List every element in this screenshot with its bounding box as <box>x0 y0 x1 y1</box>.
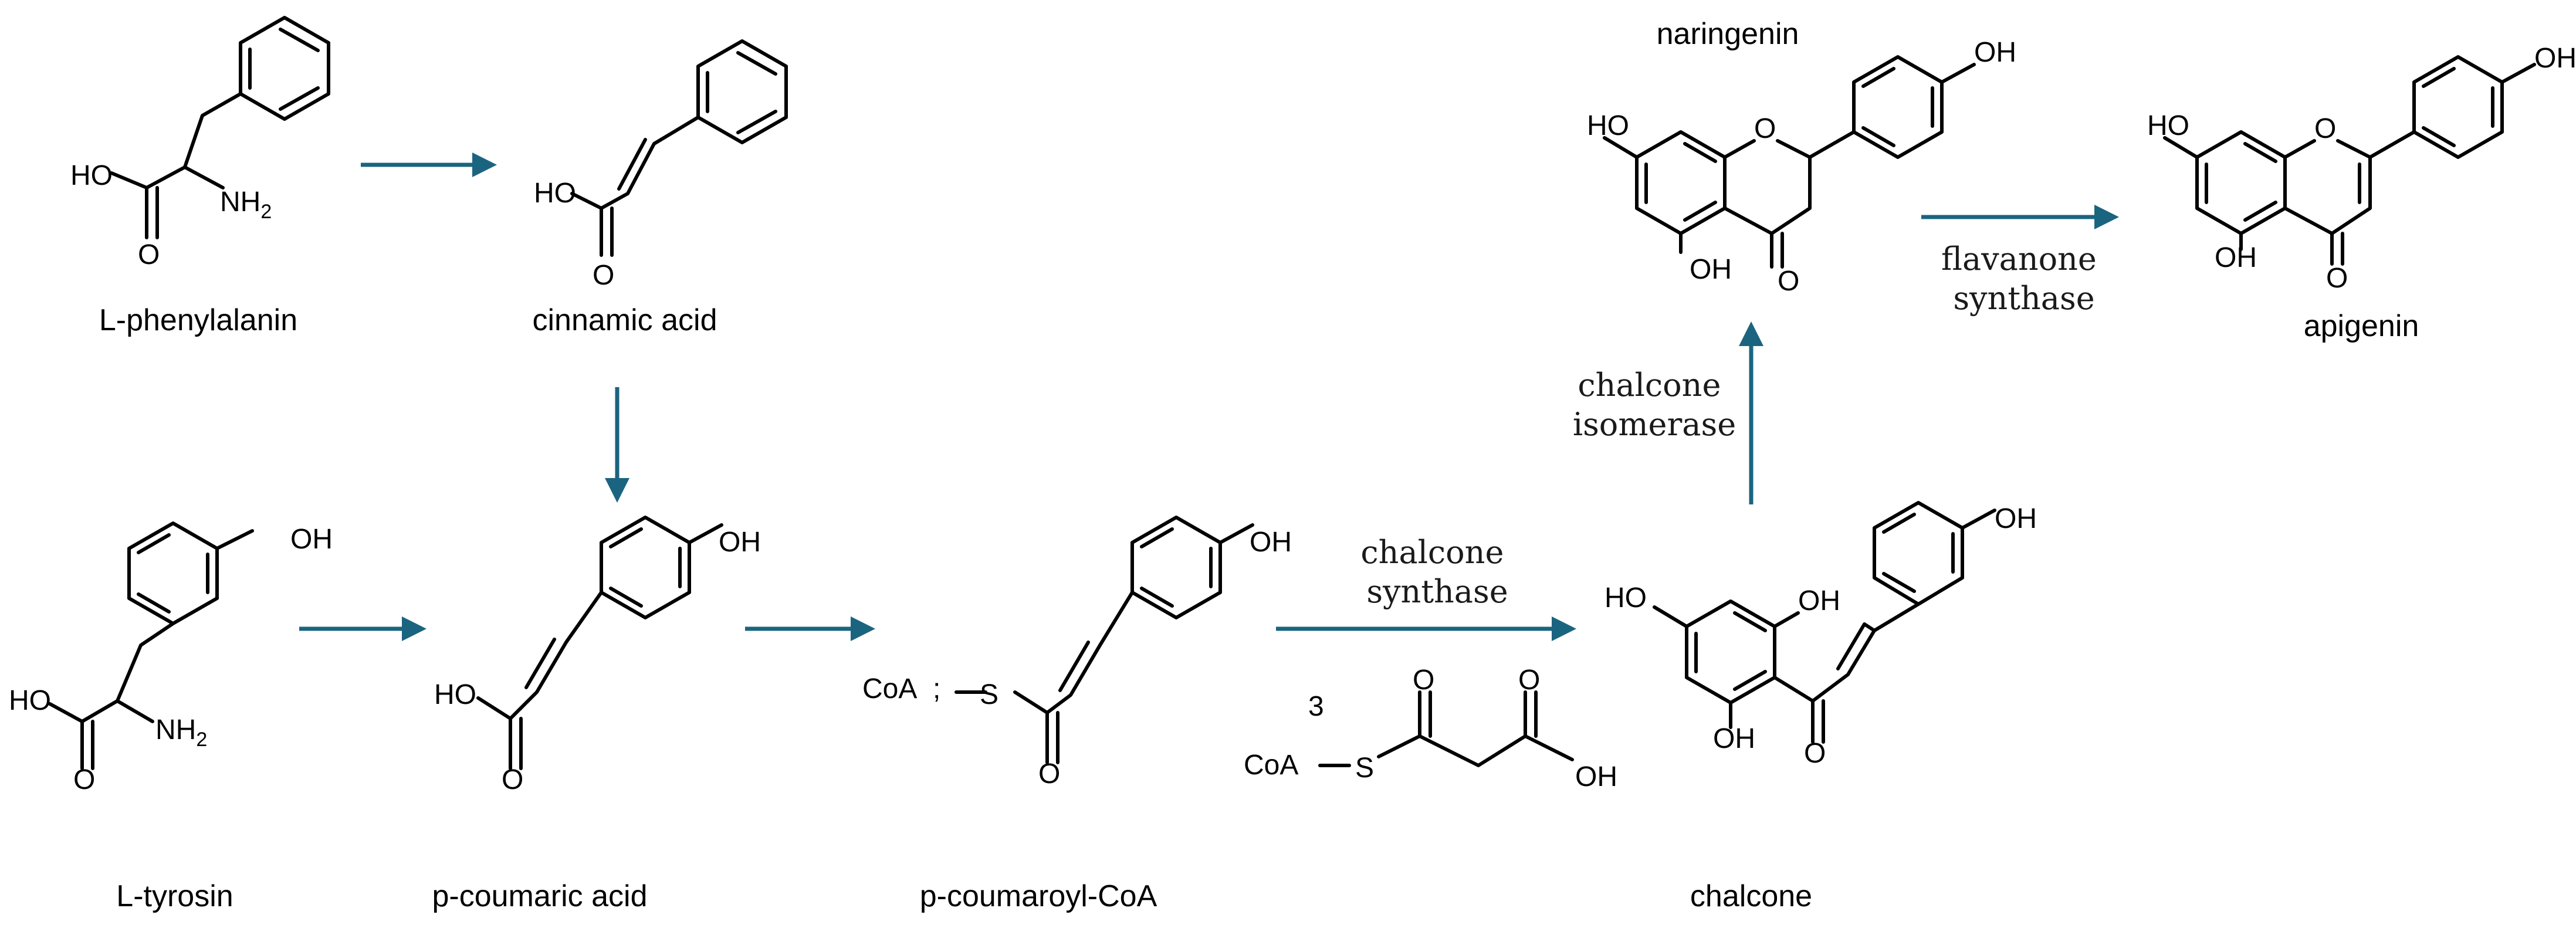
atom-label: HO <box>534 178 576 209</box>
structure-cinnamic-acid: HO O <box>534 39 788 291</box>
atom-label: OH <box>2215 242 2257 273</box>
atom-label: O <box>1038 758 1060 790</box>
structure-p-coumaroyl-coa: OH S ; CoA O <box>862 516 1292 790</box>
atom-label: HO <box>9 685 51 716</box>
atom-label: HO <box>70 160 113 191</box>
atom-label: O <box>73 764 95 795</box>
label-l-phenylalanin: L-phenylalanin <box>99 303 297 337</box>
enzyme-flavanone-synthase: flavanone synthase <box>1941 240 2107 317</box>
label-chalcone: chalcone <box>1690 879 1812 913</box>
atom-label: HO <box>1605 582 1647 614</box>
atom-label: O <box>1804 738 1826 769</box>
atom-label: S <box>1355 753 1374 784</box>
enzyme-chalcone-isomerase: chalcone isomerase <box>1573 367 1736 443</box>
atom-label: O <box>1754 113 1776 144</box>
atom-label: OH <box>290 524 333 555</box>
atom-label: O <box>1413 665 1434 696</box>
malonyl-count: 3 <box>1308 691 1324 722</box>
structure-l-phenylalanin: HO NH2 O <box>70 16 330 270</box>
atom-label: O <box>138 239 160 270</box>
atom-label: ; <box>933 673 940 704</box>
atom-label: O <box>2326 263 2348 294</box>
atom-label: NH2 <box>155 714 207 751</box>
atom-label: HO <box>1587 110 1629 141</box>
structure-l-tyrosin: OH HO NH2 O <box>9 521 333 795</box>
atom-label: HO <box>2147 110 2189 141</box>
structure-apigenin: HO OH O O OH <box>2147 43 2576 294</box>
label-p-coumaroyl-coa: p-coumaroyl-CoA <box>920 879 1157 913</box>
label-l-tyrosin: L-tyrosin <box>116 879 233 913</box>
atom-label: O <box>502 764 523 795</box>
atom-label: S <box>980 679 998 710</box>
atom-label: O <box>2314 113 2336 144</box>
atom-label: OH <box>1995 503 2037 534</box>
atom-label: OH <box>1250 527 1292 558</box>
label-apigenin: apigenin <box>2304 309 2419 343</box>
atom-label: NH2 <box>220 187 272 223</box>
atom-label: OH <box>719 527 761 558</box>
atom-label: OH <box>1713 723 1755 754</box>
label-naringenin: naringenin <box>1657 17 1799 51</box>
atom-label: OH <box>1690 254 1732 285</box>
label-cinnamic-acid: cinnamic acid <box>532 303 717 337</box>
structure-p-coumaric-acid: OH HO O <box>434 516 761 795</box>
atom-label: O <box>1518 665 1540 696</box>
structure-chalcone: HO OH OH O OH <box>1605 501 2037 769</box>
atom-label: O <box>1778 266 1799 297</box>
structure-naringenin: HO OH O O OH <box>1587 37 2016 297</box>
structure-malonyl-coa: 3 CoA S O O OH <box>1244 665 1617 792</box>
atom-label: HO <box>434 679 476 710</box>
enzyme-chalcone-synthase: chalcone synthase <box>1360 534 1514 610</box>
label-p-coumaric-acid: p-coumaric acid <box>432 879 647 913</box>
atom-label: OH <box>1575 761 1617 792</box>
atom-label: CoA <box>862 673 917 704</box>
atom-label: OH <box>1798 585 1840 616</box>
atom-label: OH <box>1974 37 2016 68</box>
atom-label: OH <box>2534 43 2576 74</box>
atom-label: O <box>593 260 614 291</box>
atom-label: CoA <box>1244 750 1298 781</box>
